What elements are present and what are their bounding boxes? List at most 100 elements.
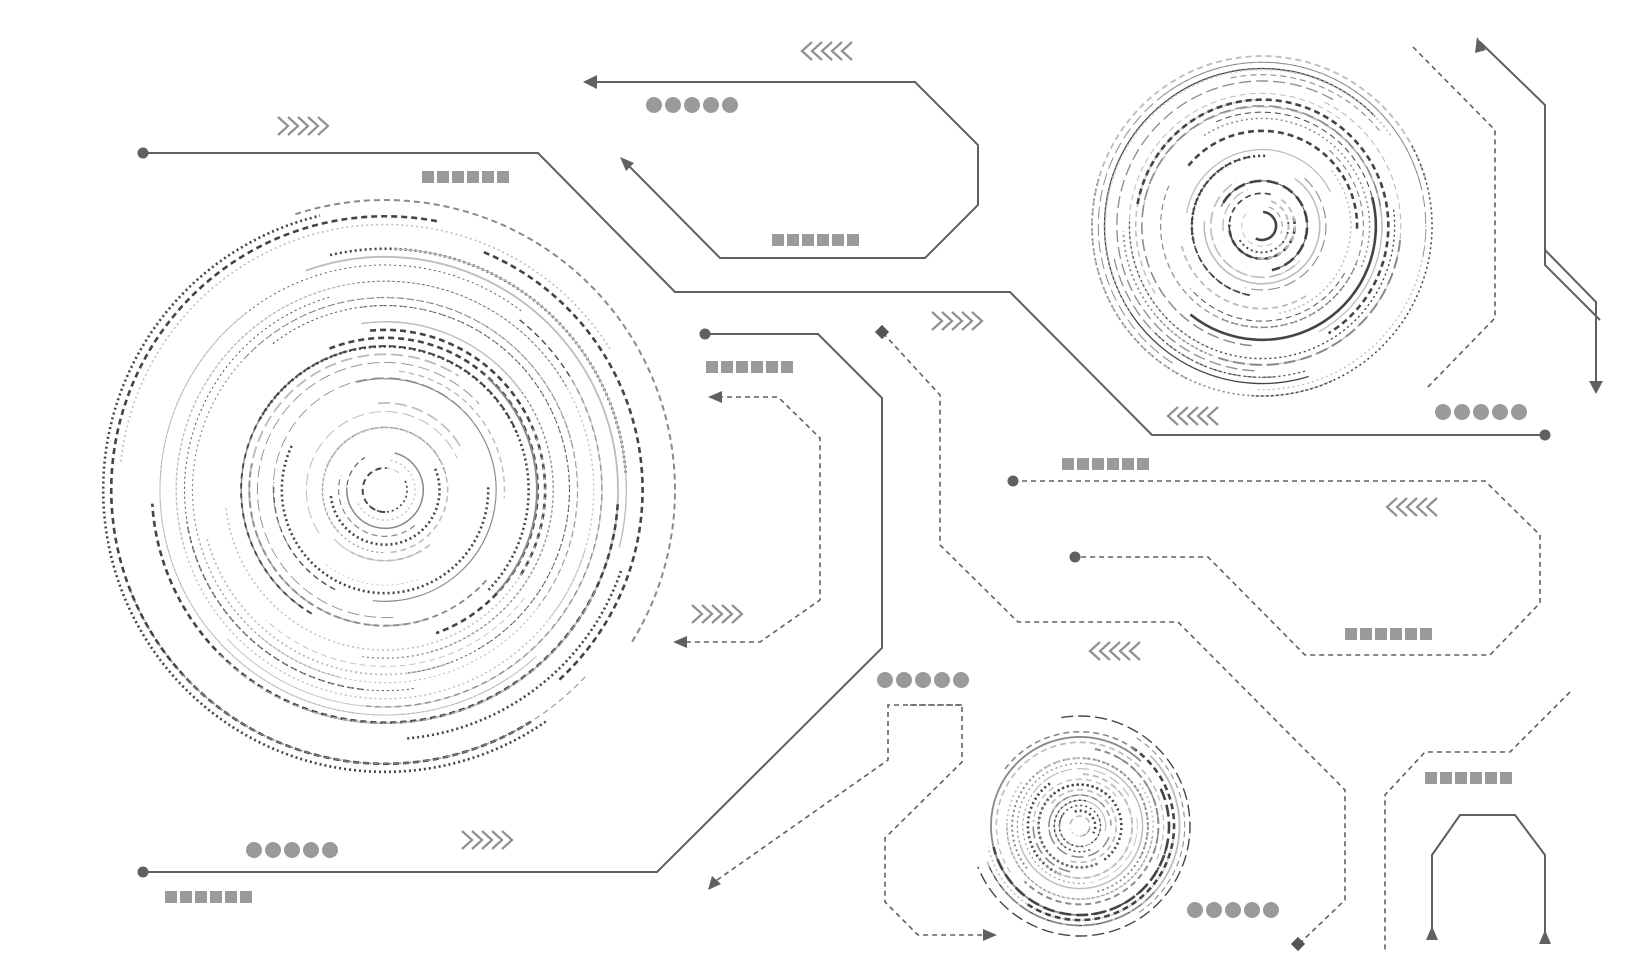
ring-arc	[295, 199, 676, 645]
square-bar-icon	[1345, 628, 1432, 640]
circuit-line-main	[143, 152, 1545, 436]
ring-arc	[1088, 757, 1149, 893]
ring-arc	[280, 443, 490, 595]
ring-arc	[1116, 80, 1335, 372]
concentric-rings-icon	[977, 715, 1191, 937]
ring-arc	[995, 741, 1158, 825]
dashed-line-bottom-center	[709, 704, 962, 886]
ring-arc	[207, 280, 568, 388]
ring-arc	[395, 248, 627, 548]
ring-arc	[1155, 101, 1402, 366]
node-dot-icon	[1069, 551, 1081, 563]
ring-arc	[1006, 780, 1154, 900]
ring-arc	[272, 482, 336, 591]
ring-arc	[1033, 778, 1117, 817]
ring-arc	[175, 282, 586, 700]
ring-arc	[1257, 225, 1427, 391]
solid-circuit-lines	[137, 41, 1601, 938]
ring-arc	[1220, 180, 1308, 270]
ring-arc	[1023, 748, 1160, 906]
ring-arc	[1118, 757, 1160, 855]
ring-arc	[1103, 67, 1376, 385]
ring-arc	[226, 379, 603, 708]
ring-arc	[1016, 762, 1104, 866]
ring-arc	[366, 319, 603, 708]
ring-arc	[1026, 782, 1062, 876]
dashed-circuit-lines	[680, 46, 1571, 950]
ring-arc	[323, 562, 418, 586]
ring-arc	[1189, 196, 1378, 342]
ring-arc	[1141, 105, 1382, 347]
node-dot-icon	[1539, 429, 1551, 441]
ring-arc	[1037, 792, 1098, 869]
diamond-nodes	[874, 324, 1306, 952]
square-bar-icon	[1062, 458, 1149, 470]
ring-arc	[1001, 887, 1155, 927]
circuit-line-top-octagon	[590, 81, 979, 259]
ring-arc	[356, 459, 416, 521]
circuit-line-center-down	[143, 333, 883, 873]
ring-arc	[1074, 809, 1097, 834]
ring-arc	[1033, 768, 1130, 797]
ring-arc	[361, 321, 522, 392]
ring-arc	[101, 214, 547, 774]
chevron-group-icon	[461, 830, 514, 850]
ring-arc	[1136, 98, 1390, 335]
ring-arc	[1058, 813, 1084, 848]
ring-arc	[346, 452, 425, 529]
ring-arc	[1253, 199, 1296, 260]
dashed-line-bottom-loop	[884, 704, 990, 936]
ring-arc	[184, 296, 414, 692]
arrowhead-icon	[983, 929, 997, 941]
ring-arc	[1053, 773, 1134, 880]
ring-arc	[305, 255, 619, 725]
ring-arc	[1218, 239, 1402, 366]
ring-arc	[362, 361, 554, 659]
ring-arc	[990, 736, 1142, 916]
ring-arc	[225, 424, 546, 651]
ring-arc	[1230, 74, 1381, 132]
dot-bar-icon	[1435, 404, 1527, 420]
ring-arc	[361, 467, 387, 513]
ring-arc	[1203, 177, 1321, 285]
ring-arc	[1128, 92, 1341, 349]
square-bar-icon	[706, 361, 793, 373]
ring-arc	[1251, 145, 1433, 397]
ring-arc	[1190, 155, 1255, 296]
ring-arc	[1203, 117, 1371, 269]
arrowhead-icon	[1589, 381, 1603, 394]
ring-arc	[1004, 730, 1140, 770]
arrowhead-icon	[673, 636, 687, 648]
ring-arc	[398, 370, 506, 499]
ring-arc	[159, 312, 537, 716]
ring-arc	[1228, 192, 1277, 260]
ring-arc	[1006, 823, 1153, 900]
ring-arc	[1032, 820, 1071, 873]
ring-arc	[265, 597, 525, 667]
chevron-group-icon	[931, 311, 984, 331]
ring-arc	[321, 426, 444, 532]
ring-arc	[272, 377, 480, 546]
ring-arc	[337, 474, 416, 537]
ring-arc	[1255, 210, 1278, 242]
chevron-group-icon	[1166, 406, 1219, 426]
ring-arc	[356, 378, 497, 602]
dot-bar-icon	[877, 672, 969, 688]
ring-arc	[1227, 217, 1296, 261]
ring-arc	[219, 589, 597, 724]
ring-arc	[992, 788, 1171, 917]
ring-arc	[181, 672, 586, 765]
ring-arc	[1069, 815, 1091, 837]
circuit-line-arch	[1431, 814, 1546, 938]
ring-arc	[1270, 200, 1290, 248]
ring-arc	[1190, 272, 1345, 322]
concentric-rings-icon	[1091, 55, 1433, 397]
ring-arc	[483, 250, 644, 683]
arrowheads	[583, 37, 1603, 944]
arrowhead-icon	[708, 876, 721, 890]
ring-arc	[272, 305, 570, 674]
circuit-line-right-down	[1544, 249, 1597, 385]
arrowhead-icon	[620, 157, 634, 171]
dot-bar-icon	[246, 842, 338, 858]
